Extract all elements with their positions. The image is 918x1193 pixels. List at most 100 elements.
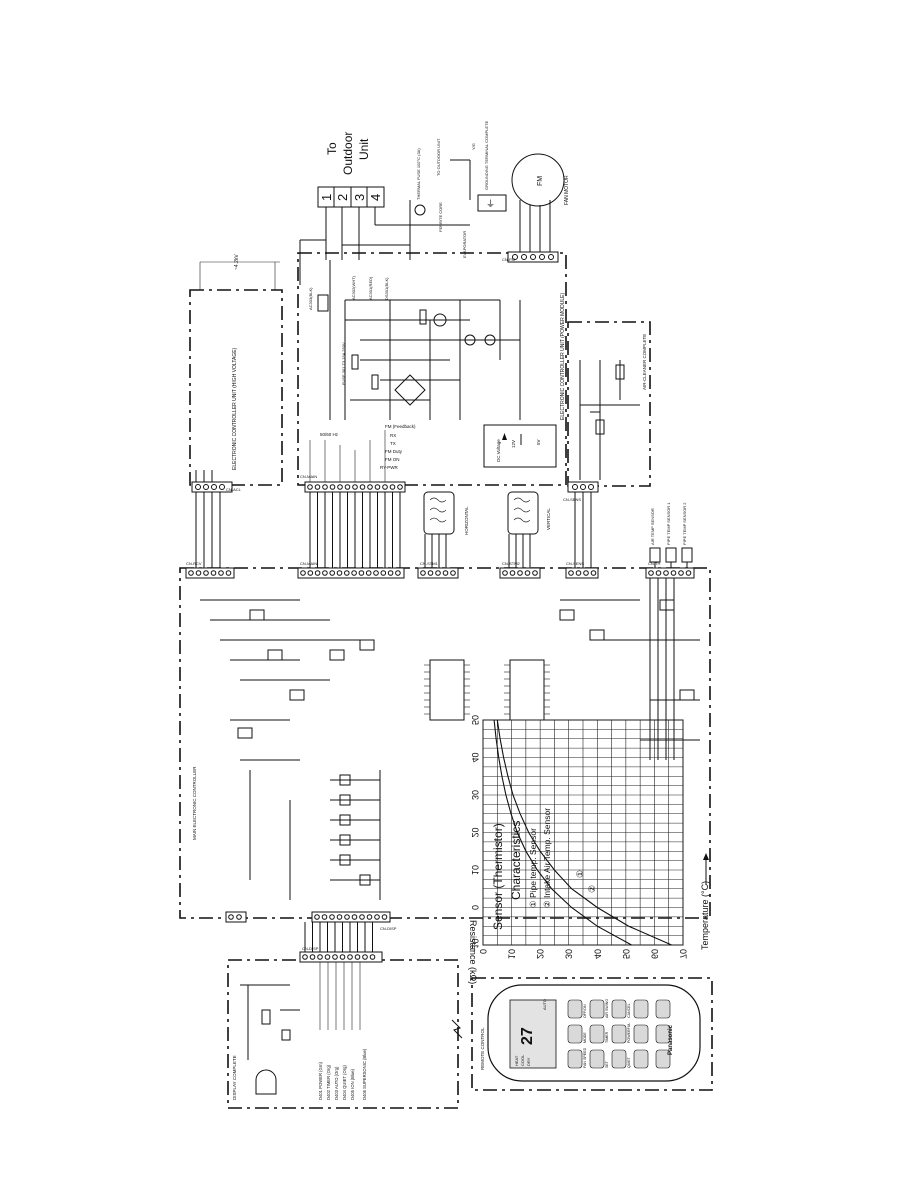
chart-xtick-label: 20	[470, 827, 480, 837]
air-cleaner-label: AIR-CLEANER COMPLETE	[642, 334, 647, 390]
remote-button	[612, 1050, 626, 1068]
dc-voltage-key: DC Voltage 12V 5V	[484, 425, 556, 467]
remote-button	[590, 1000, 604, 1018]
remote-control: 27 AUTO HEAT COOL DRY OFF/ON MODE FAN SPEE…	[472, 978, 712, 1090]
horizontal-louver-label: HORIZONTAL	[464, 506, 469, 535]
relay-ac301: AC301(RED)	[368, 276, 373, 300]
dc-voltage-5v: 5V	[536, 439, 541, 445]
remote-mode-heat: HEAT	[514, 1055, 519, 1066]
terminal-3: 3	[352, 194, 367, 201]
air-cleaner-block: AIR-CLEANER COMPLETE	[568, 322, 650, 486]
outdoor-label-unit: Unit	[357, 138, 371, 160]
chart-legend-pipe: ① Pipe temp. Sensor	[528, 828, 538, 908]
remote-button	[590, 1025, 604, 1043]
chart-ytick-label: 10	[507, 949, 517, 959]
signal-fm-duty: FM Duty	[385, 449, 403, 454]
relay-ac302: AC302(WHT)	[351, 275, 356, 300]
remote-button	[568, 1050, 582, 1068]
relay-ds301: DS301(BLK)	[384, 277, 389, 300]
cn-disp-main: CN-DISP	[226, 912, 397, 931]
remote-button	[634, 1000, 648, 1018]
remote-button	[612, 1000, 626, 1018]
display-complete-label: DISPLAY COMPLETE	[232, 1055, 237, 1100]
chart-ytick-label: 30	[564, 949, 574, 959]
outdoor-label-to: To	[325, 142, 339, 155]
chart-xtick-label: 50	[470, 715, 480, 725]
chart-xtick-label: 10	[470, 865, 480, 875]
remote-button	[568, 1025, 582, 1043]
ground-symbol: ⏚	[486, 199, 495, 209]
cn-disp-main-label: CN-DISP	[380, 926, 397, 931]
remote-button-label: QUIET	[627, 1056, 631, 1068]
chart-ytick-label: 40	[592, 949, 602, 959]
pipe-temp-sensor-1-label: PIPE TEMP SENSOR 1	[666, 502, 671, 545]
cn-acl-connector: CN-ACL	[192, 482, 242, 492]
remote-control-label: REMOTE CONTROL	[480, 1027, 485, 1070]
chart-ylabel: Resistance (kΩ)	[468, 920, 478, 984]
cn-stm1-label: CN-STM1	[420, 561, 439, 566]
chart-title-line1: Sensor (Thermistor)	[491, 823, 505, 930]
remote-button	[656, 1000, 670, 1018]
chart-xlabel: Temperature (°C)	[700, 881, 710, 950]
hv-controller-label: ELECTRONIC CONTROLLER UNIT (HIGH VOLTAGE…	[232, 347, 238, 470]
chart-ytick-label: 20	[535, 949, 545, 959]
to-outdoor-small-label: TO OUTDOOR UNIT	[436, 138, 441, 176]
ferrite-core-label: FERRITE CORE	[438, 202, 443, 232]
remote-button	[634, 1050, 648, 1068]
remote-mode-dry: DRY	[526, 1057, 531, 1066]
signal-ry-pwr: RY-PWR	[380, 465, 399, 470]
remote-display-value: 27	[519, 1027, 536, 1045]
signal-rx: RX	[390, 433, 396, 438]
cn-stm2-label: CN-STM2	[502, 561, 521, 566]
chart-legend-intake: ② Intake Air Temp. Sensor	[542, 808, 552, 908]
remote-button-label: POWERFUL	[627, 1023, 631, 1043]
chart-curve-marker-1: ①	[575, 870, 585, 878]
remote-button-label: AIR SWING	[605, 999, 609, 1018]
remote-mode-auto: AUTO	[542, 999, 547, 1010]
cn-sens-upper: CN-SENS	[563, 482, 598, 502]
led-d403: D403 AUTO (Org)	[334, 1066, 339, 1100]
remote-button	[634, 1025, 648, 1043]
signal-fm-feedback: FM (Feedback)	[385, 424, 416, 429]
led-d405: D405 ION (Blue)	[350, 1068, 355, 1100]
power-module-connector: FM (Feedback) RX TX FM Duty FM ON RY-PWR…	[305, 424, 416, 492]
signal-tx: TX	[390, 441, 396, 446]
dc-voltage-title: DC Voltage	[496, 439, 501, 462]
dc-voltage-12v: 12V	[511, 440, 516, 448]
cn-sens-upper-label: CN-SENS	[563, 497, 581, 502]
chart-title-line2: Characteristics	[509, 821, 523, 900]
chart-ytick-label: 70	[678, 949, 688, 959]
remote-mode-cool: COOL	[520, 1054, 525, 1066]
outdoor-wires	[300, 200, 410, 285]
outdoor-terminal-block: 1 2 3 4 To Outdoor Unit	[318, 132, 384, 207]
main-connectors: CN-RCV CN-MAIN CN-MAIN CN-STM1 CN-STM2 C…	[186, 474, 694, 578]
remote-button-label: MODE	[583, 1032, 587, 1043]
remote-button-label: CANCEL	[627, 1003, 631, 1018]
stepper-horizontal: HORIZONTAL	[424, 492, 469, 535]
cn-main-label-2: CN-MAIN	[300, 474, 317, 479]
pipe-temp-sensor-2-label: PIPE TEMP SENSOR 2	[682, 502, 687, 545]
remote-brand: Panasonic	[668, 1024, 674, 1055]
signal-50-60hz: 50/60 Hz	[320, 432, 339, 437]
led-d406: D406 SUPERSONIC (Blue)	[362, 1048, 367, 1100]
led-d404: D404 QUIET (Org)	[342, 1065, 347, 1100]
power-module-label: ELECTRONIC CONTROLLER UNIT (POWER MODULE…	[560, 293, 566, 420]
grounding-terminal-label: GROUNDING TERMINAL COMPLETE	[484, 121, 489, 190]
chart-curve-marker-2: ②	[587, 885, 597, 893]
remote-button-label: FAN SPEED	[583, 1047, 587, 1068]
chart-ytick-label: 0	[478, 949, 488, 954]
ir-signal-line	[452, 1020, 462, 1038]
display-complete-block: DISPLAY COMPLETE CN-DISP D401 POWER (Grn…	[228, 922, 458, 1108]
led-d402: D402 TIMER (Org)	[326, 1064, 331, 1100]
thermal-fuse-label: THERMAL FUSE 102°C (3A)	[416, 148, 421, 200]
terminal-4: 4	[368, 194, 383, 201]
fan-motor-symbol: FM	[537, 176, 544, 186]
vertical-louver-label: VERTICAL	[546, 508, 551, 530]
terminal-1: 1	[319, 194, 334, 201]
remote-button-label: OFF/ON	[583, 1004, 587, 1018]
cn-acl-label: CN-ACL	[226, 487, 242, 492]
temp-sensors: AIR TEMP SENSOR PIPE TEMP SENSOR 1 PIPE …	[650, 502, 692, 568]
led-d401: D401 POWER (Grn)	[318, 1061, 323, 1100]
remote-button-label: TIMER	[605, 1031, 609, 1043]
